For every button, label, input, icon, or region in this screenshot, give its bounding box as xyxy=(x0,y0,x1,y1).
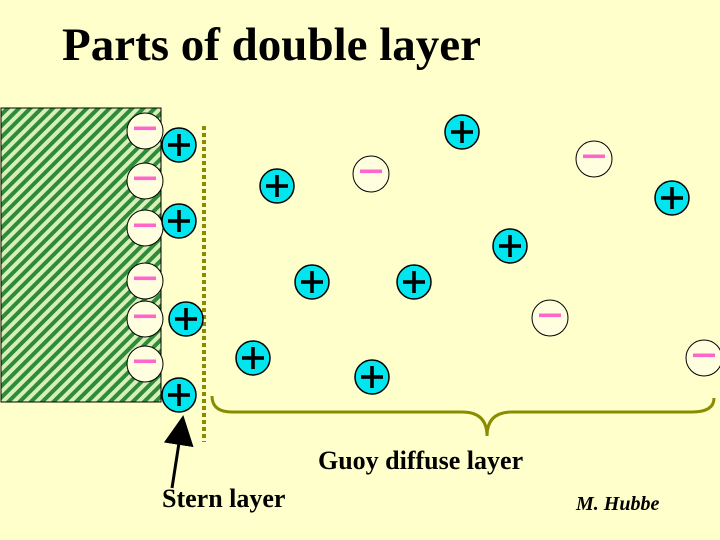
diffuse-layer-label: Guoy diffuse layer xyxy=(318,446,524,475)
surface-anion-icon xyxy=(126,262,164,300)
surface-anion-icon xyxy=(126,162,164,200)
diffuse-cation-icon xyxy=(654,180,690,216)
surface-anion-icon xyxy=(126,300,164,338)
stern-layer-label: Stern layer xyxy=(162,484,286,513)
author-credit: M. Hubbe xyxy=(576,493,660,515)
surface-anion-icon xyxy=(126,112,164,150)
diffuse-anion-icon xyxy=(685,339,720,377)
diffuse-cation-icon xyxy=(444,114,480,150)
stern-layer-arrow xyxy=(163,415,194,489)
surface-anion-icon xyxy=(126,345,164,383)
stern-cation-icon xyxy=(161,203,197,239)
diffuse-cation-icon xyxy=(354,359,390,395)
diffuse-anion-icon xyxy=(575,140,613,178)
diffuse-layer-brace xyxy=(210,395,716,437)
diffuse-cation-icon xyxy=(294,264,330,300)
stern-cation-icon xyxy=(161,377,197,413)
stern-cation-icon xyxy=(161,127,197,163)
diffuse-cation-icon xyxy=(259,168,295,204)
ion-group xyxy=(126,112,720,413)
diffuse-cation-icon xyxy=(396,264,432,300)
diffuse-anion-icon xyxy=(352,155,390,193)
page-title: Parts of double layer xyxy=(62,19,482,71)
diffuse-cation-icon xyxy=(235,340,271,376)
diffuse-anion-icon xyxy=(531,299,569,337)
surface-anion-icon xyxy=(126,209,164,247)
diffuse-cation-icon xyxy=(492,228,528,264)
stern-cation-icon xyxy=(168,301,204,337)
